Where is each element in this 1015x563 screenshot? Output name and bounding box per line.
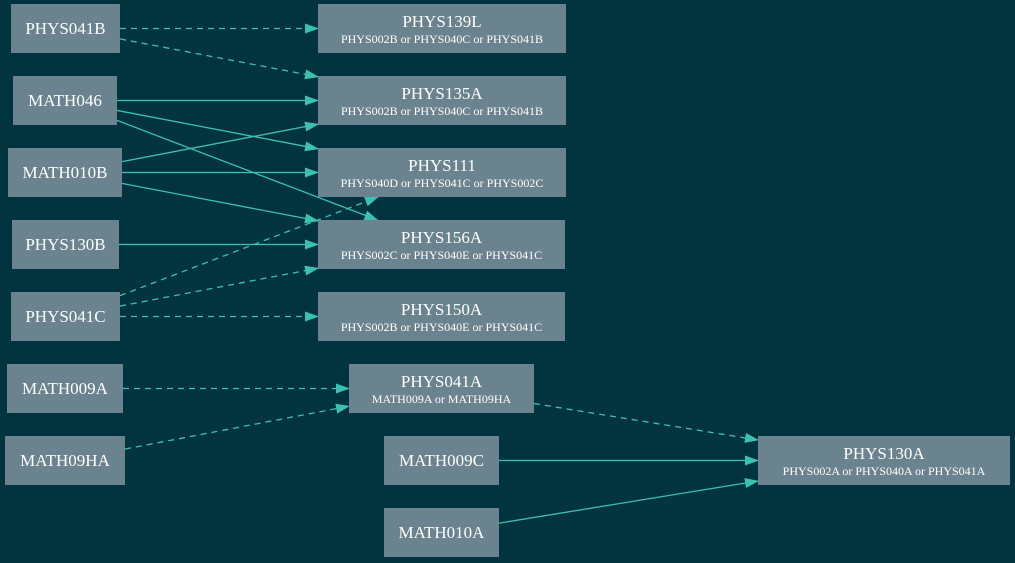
edge-phys041b-to-phys135a bbox=[119, 38, 319, 80]
node-phys135a[interactable]: PHYS135A PHYS002B or PHYS040C or PHYS041… bbox=[318, 76, 566, 125]
node-math009a[interactable]: MATH009A bbox=[7, 364, 123, 413]
node-math046[interactable]: MATH046 bbox=[13, 76, 117, 125]
node-label: MATH009A bbox=[22, 379, 108, 398]
node-phys130b[interactable]: PHYS130B bbox=[12, 220, 119, 269]
node-prereq-text: PHYS002C or PHYS040E or PHYS041C bbox=[340, 247, 543, 262]
edge-phys041a-to-phys130a bbox=[533, 402, 759, 443]
node-prereq-text: PHYS002A or PHYS040A or PHYS041A bbox=[782, 463, 986, 478]
node-phys156a[interactable]: PHYS156A PHYS002C or PHYS040E or PHYS041… bbox=[318, 220, 565, 269]
node-prereq-text: PHYS040D or PHYS041C or PHYS002C bbox=[340, 175, 544, 190]
node-label: PHYS111 bbox=[408, 155, 476, 175]
node-phys130a[interactable]: PHYS130A PHYS002A or PHYS040A or PHYS041… bbox=[758, 436, 1010, 485]
node-label: PHYS041A bbox=[400, 371, 483, 391]
edge-phys041c-to-phys156a bbox=[119, 265, 319, 307]
edge-phys041c-to-phys111 bbox=[119, 196, 379, 297]
node-label: PHYS150A bbox=[400, 299, 483, 319]
node-label: PHYS041B bbox=[25, 19, 106, 38]
node-label: MATH046 bbox=[28, 91, 102, 110]
edge-math046-to-phys156a bbox=[116, 119, 379, 221]
edge-math010b-to-phys156a bbox=[121, 182, 319, 224]
node-phys041b[interactable]: PHYS041B bbox=[11, 4, 120, 53]
node-label: PHYS130A bbox=[843, 443, 925, 463]
node-label: MATH010B bbox=[22, 163, 108, 182]
node-prereq-text: PHYS002B or PHYS040C or PHYS041B bbox=[340, 31, 544, 46]
node-prereq-text: PHYS002B or PHYS040E or PHYS041C bbox=[340, 319, 543, 334]
edge-math010a-to-phys130a bbox=[498, 478, 759, 524]
node-math09ha[interactable]: MATH09HA bbox=[5, 436, 125, 485]
node-math009c[interactable]: MATH009C bbox=[384, 436, 499, 485]
node-math010b[interactable]: MATH010B bbox=[8, 148, 122, 197]
node-label: PHYS135A bbox=[401, 83, 483, 103]
node-prereq-text: MATH009A or MATH09HA bbox=[371, 391, 512, 406]
edge-math010b-to-phys135a bbox=[121, 121, 319, 163]
node-label: MATH010A bbox=[398, 523, 485, 542]
node-label: MATH09HA bbox=[20, 451, 110, 470]
node-phys041c[interactable]: PHYS041C bbox=[11, 292, 120, 341]
node-label: PHYS130B bbox=[25, 235, 106, 254]
node-label: PHYS041C bbox=[25, 307, 106, 326]
node-label: PHYS156A bbox=[400, 227, 483, 247]
node-label: PHYS139L bbox=[402, 11, 482, 31]
node-phys150a[interactable]: PHYS150A PHYS002B or PHYS040E or PHYS041… bbox=[318, 292, 565, 341]
node-phys041a[interactable]: PHYS041A MATH009A or MATH09HA bbox=[349, 364, 534, 413]
node-label: MATH009C bbox=[398, 451, 484, 470]
node-prereq-text: PHYS002B or PHYS040C or PHYS041B bbox=[340, 103, 544, 118]
node-phys139l[interactable]: PHYS139L PHYS002B or PHYS040C or PHYS041… bbox=[318, 4, 566, 53]
edge-math046-to-phys111 bbox=[116, 109, 319, 152]
node-math010a[interactable]: MATH010A bbox=[384, 508, 499, 557]
edge-math09ha-to-phys041a bbox=[124, 403, 350, 450]
node-phys111[interactable]: PHYS111 PHYS040D or PHYS041C or PHYS002C bbox=[318, 148, 566, 197]
